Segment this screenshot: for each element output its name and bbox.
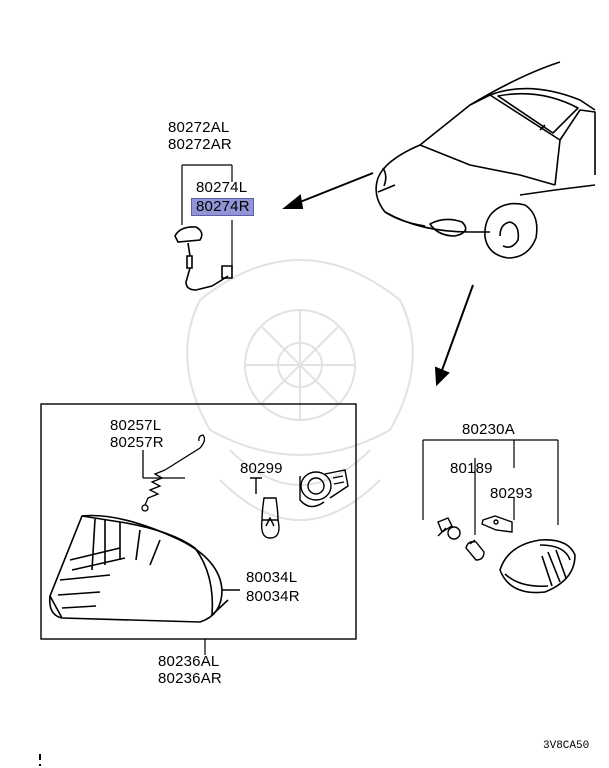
small-bulb-part xyxy=(465,539,485,561)
label-80299: 80299 xyxy=(240,460,283,477)
label-80257L: 80257L xyxy=(110,417,162,434)
leaders-right xyxy=(422,439,559,535)
socket-part xyxy=(299,469,349,508)
label-80236AR: 80236AR xyxy=(158,670,222,687)
label-80257R: 80257R xyxy=(110,434,164,451)
side-marker-lamp xyxy=(499,538,576,594)
diagram-code: 3V8CA50 xyxy=(543,740,590,752)
label-80274R-highlighted[interactable]: 80274R xyxy=(191,198,254,216)
label-80230A: 80230A xyxy=(462,421,515,438)
label-80272AR: 80272AR xyxy=(168,136,232,153)
lamp-housing xyxy=(48,514,240,623)
label-80274L: 80274L xyxy=(196,179,248,196)
label-80293: 80293 xyxy=(490,485,533,502)
clip-part xyxy=(481,515,513,533)
leaders-top xyxy=(181,164,233,270)
label-80034R: 80034R xyxy=(246,588,300,605)
arrows xyxy=(282,172,474,387)
label-80189: 80189 xyxy=(450,460,493,477)
car-illustration xyxy=(375,61,596,259)
label-80272AL: 80272AL xyxy=(168,119,230,136)
socket-wire xyxy=(174,226,233,291)
bulb-part xyxy=(250,477,280,539)
label-80034L: 80034L xyxy=(246,569,298,586)
spring-part xyxy=(141,434,206,512)
assembly-box xyxy=(40,403,357,640)
screw-part xyxy=(437,517,461,540)
label-80236AL: 80236AL xyxy=(158,653,220,670)
